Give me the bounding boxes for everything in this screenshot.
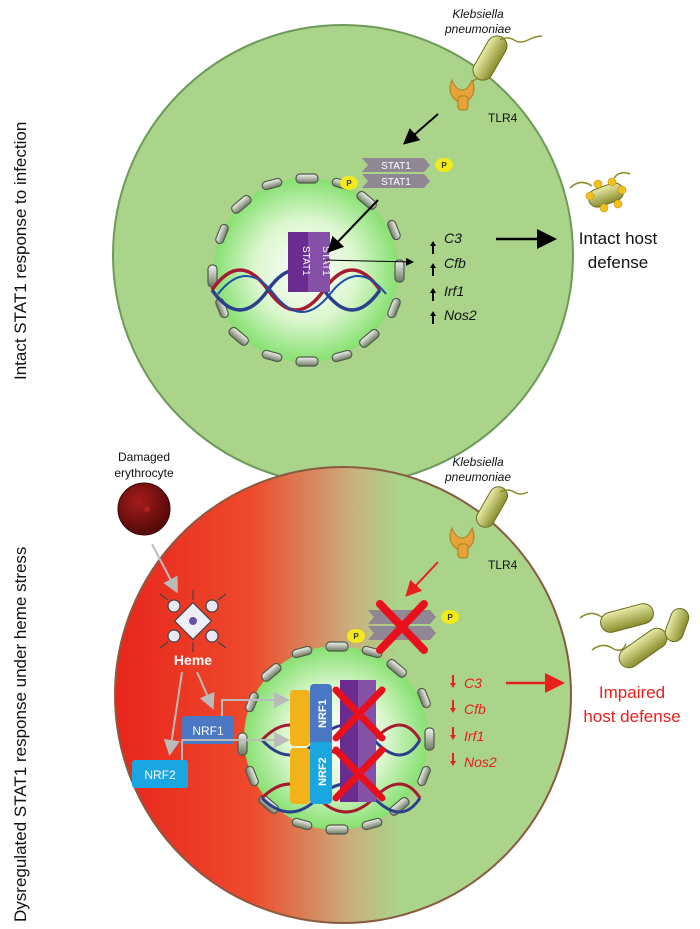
heme-label: Heme [174, 652, 212, 668]
arrow-stat1-to-dna [327, 199, 379, 253]
stat1-phospho-block-cross [376, 600, 428, 654]
svg-text:STAT1: STAT1 [381, 177, 411, 188]
tlr4-receptor-bottom [449, 526, 475, 559]
svg-text:P: P [447, 613, 453, 622]
arrow-tlr4-to-stat1 [402, 113, 439, 145]
arrow-rbc-to-heme [151, 543, 178, 594]
outcome-bottom-1: Impaired [599, 683, 665, 702]
top-side-label: Intact STAT1 response to infection [11, 122, 30, 380]
damaged-label-1: Damaged [118, 450, 170, 464]
gene-list-top: C3 Cfb Irf1 Nos2 [430, 230, 477, 324]
bacterium-label-top-1: Klebsiella [452, 7, 504, 21]
erythrocyte-center [144, 506, 150, 512]
nrf1-box [182, 716, 234, 744]
svg-text:NRF2: NRF2 [317, 757, 329, 786]
svg-text:STAT1: STAT1 [320, 246, 331, 276]
svg-text:P: P [346, 179, 352, 188]
arrow-nrf1-into-nucleus [221, 692, 290, 716]
arrow-heme-to-nrf2 [163, 671, 183, 756]
gene-up-arrows [430, 241, 436, 324]
outcome-top-2: defense [588, 253, 649, 272]
tlr4-label-top: TLR4 [488, 111, 518, 125]
svg-text:P: P [441, 161, 447, 170]
outcome-top-1: Intact host [579, 229, 658, 248]
svg-text:STAT1: STAT1 [381, 161, 411, 172]
gene-down-arrows [450, 675, 456, 766]
stat1-block-cross-2 [332, 746, 386, 802]
bacterium-label-bottom-2: pneumoniae [444, 470, 511, 484]
gene-cfb-bottom: Cfb [464, 701, 486, 717]
svg-text:STAT1: STAT1 [300, 246, 311, 276]
tlr4-label-bottom: TLR4 [488, 558, 518, 572]
klebsiella-bacterium-bottom [476, 486, 529, 528]
proliferating-bacteria-icon [579, 603, 690, 669]
arrow-tlr4-to-stat1-bottom [405, 561, 439, 597]
klebsiella-bacterium-top [467, 35, 543, 89]
bottom-panel: Dysregulated STAT1 response under heme s… [11, 450, 690, 924]
gene-nos2-bottom: Nos2 [464, 754, 497, 770]
gene-list-bottom: C3 Cfb Irf1 Nos2 [450, 675, 497, 770]
nrf2-box [132, 760, 188, 788]
svg-text:NRF1: NRF1 [317, 699, 329, 728]
gene-irf1-bottom: Irf1 [464, 728, 484, 744]
nrf1-label: NRF1 [192, 724, 224, 738]
bacterium-label-top-2: pneumoniae [444, 22, 511, 36]
heme-molecule-icon [159, 590, 227, 652]
bottom-side-label: Dysregulated STAT1 response under heme s… [11, 547, 30, 922]
arrow-heme-to-nrf1 [196, 671, 215, 710]
arrow-dna-to-genes [323, 257, 414, 266]
gene-nos2-top: Nos2 [444, 307, 477, 323]
bacterium-label-bottom-1: Klebsiella [452, 455, 504, 469]
stat1-phospho-dimer-top: STAT1 STAT1 P P [340, 158, 453, 190]
outcome-bottom-2: host defense [583, 707, 680, 726]
gene-irf1-top: Irf1 [444, 283, 464, 299]
gene-cfb-top: Cfb [444, 255, 466, 271]
tlr4-receptor-top [449, 78, 475, 111]
gene-c3-top: C3 [444, 230, 462, 246]
gene-c3-bottom: C3 [464, 675, 482, 691]
svg-text:P: P [353, 632, 359, 641]
top-panel: Intact STAT1 response to infection [11, 7, 658, 486]
nrf2-label: NRF2 [144, 768, 176, 782]
damaged-label-2: erythrocyte [114, 466, 174, 480]
stat1-block-cross-1 [332, 686, 386, 742]
opsonized-bacterium-icon [569, 171, 631, 213]
stat1-dimer-dna-top: STAT1 STAT1 [288, 232, 331, 292]
arrow-nrf2-into-nucleus [181, 732, 290, 760]
